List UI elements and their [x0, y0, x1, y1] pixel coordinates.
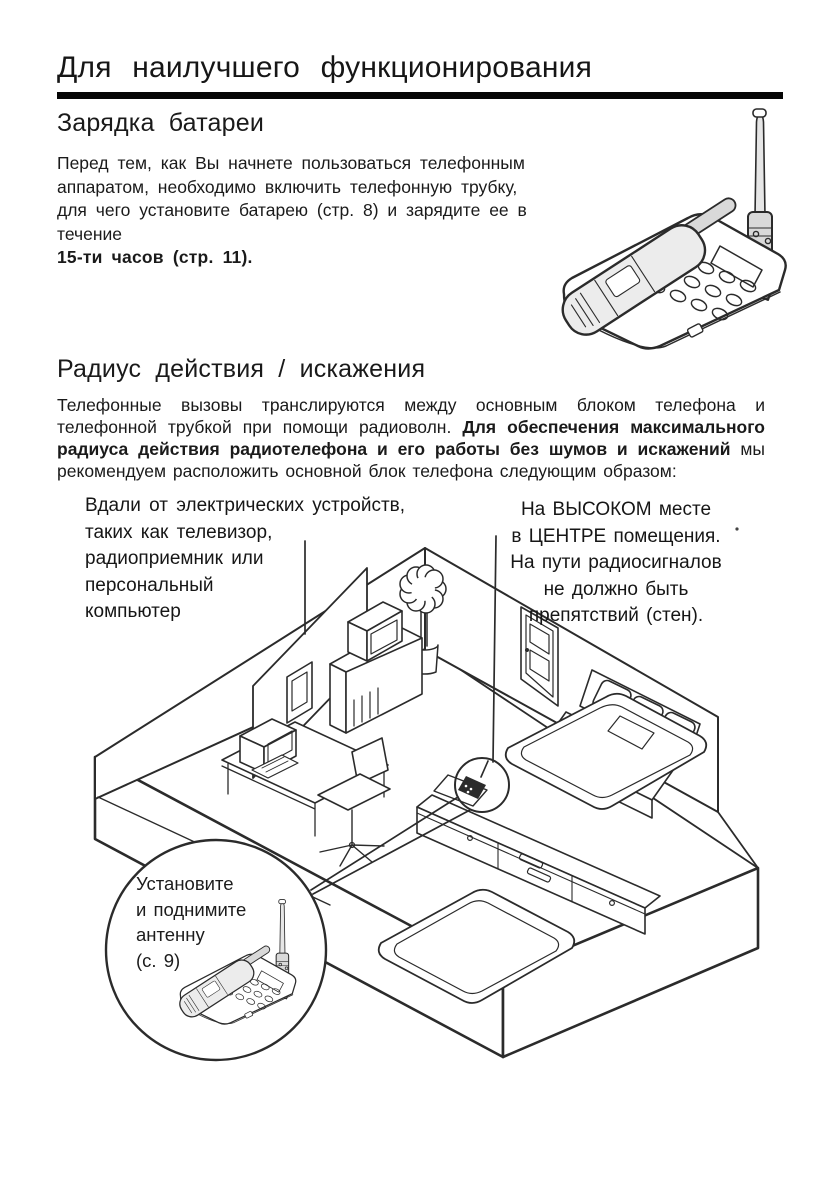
section-heading-range: Радиус действия / искажения — [57, 355, 426, 383]
leader-line-right — [492, 535, 497, 763]
office-chair — [317, 737, 391, 867]
callout-away-from-devices: Вдали от электрических устройств, таких … — [85, 495, 406, 622]
range-paragraph-text: Телефонные вызовы транслируются между ос… — [57, 395, 765, 437]
cordless-phone-icon — [553, 107, 787, 350]
section-heading-battery: Зарядка батареи — [57, 109, 265, 137]
callout-raise-antenna: Установите и поднимите антенну (с. 9) — [136, 873, 247, 971]
battery-paragraph-bold: 15-ти часов (стр. 11). — [57, 247, 253, 267]
tv-unit — [329, 601, 423, 734]
page-title: Для наилучшего функционирования — [57, 51, 593, 84]
leader-line-to-circle — [312, 809, 471, 895]
cabinet — [416, 794, 661, 935]
bed-2 — [377, 888, 576, 1004]
plant — [399, 564, 447, 675]
title-rule — [57, 92, 783, 99]
scan-artifact-dot — [735, 527, 739, 531]
range-paragraph-text-2: мы рекомендуем расположить основной блок… — [57, 439, 765, 481]
base-unit-on-cabinet — [433, 760, 489, 807]
leader-line-to-circle — [310, 796, 459, 891]
base-unit-highlight-circle — [454, 757, 510, 813]
callout-high-place: На ВЫСОКОМ месте в ЦЕНТРЕ помещения. На … — [510, 499, 722, 626]
battery-paragraph-text: Перед тем, как Вы начнете пользоваться т… — [57, 153, 527, 244]
door — [520, 606, 559, 707]
range-paragraph-bold: Для обеспечения максимального радиуса де… — [57, 417, 765, 459]
battery-paragraph: Перед тем, как Вы начнете пользоваться т… — [57, 152, 539, 270]
bed — [504, 692, 708, 810]
leader-lines — [304, 535, 497, 895]
range-paragraph: Телефонные вызовы транслируются между ос… — [57, 394, 765, 482]
